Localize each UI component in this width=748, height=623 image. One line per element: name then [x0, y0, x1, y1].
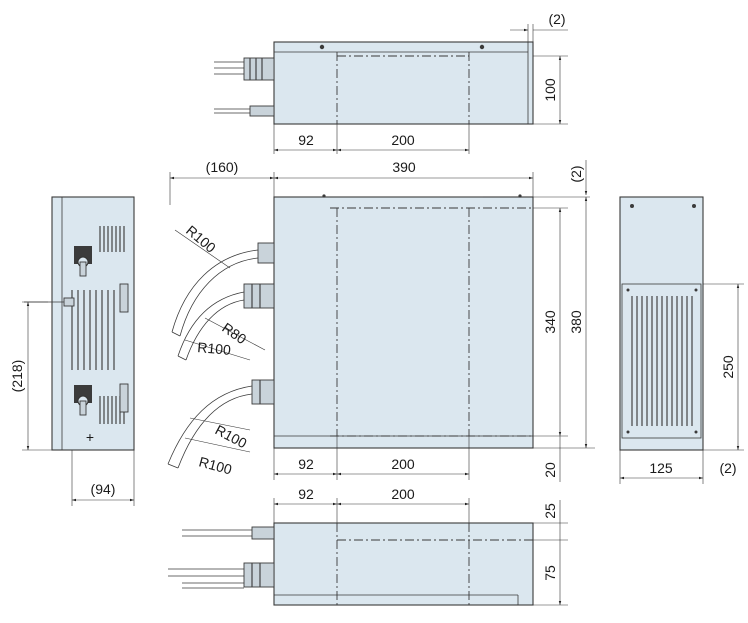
dim-side-94: (94) [91, 481, 116, 497]
front-connector-top [243, 242, 275, 405]
side-connector-bottom [74, 385, 92, 416]
side-latches [119, 283, 129, 413]
dim-front-340: 340 [542, 310, 558, 334]
side-connector-top [74, 246, 92, 277]
dim-front-20: 20 [542, 462, 558, 478]
dim-top-100: 100 [542, 78, 558, 102]
dim-front-390: 390 [392, 159, 416, 175]
front-cables [167, 229, 266, 469]
svg-text:+: + [86, 429, 94, 445]
rear-view: 250 125 (2) [619, 196, 744, 484]
top-connector-lower [214, 105, 275, 117]
front-view-body [273, 196, 534, 449]
side-view: + (218) (94) [9, 196, 135, 506]
dim-rear-250: 250 [720, 355, 736, 379]
top-view-body [273, 41, 534, 125]
dim-front-92: 92 [298, 456, 314, 472]
side-vents [71, 226, 125, 424]
dim-front-gap: (2) [568, 165, 584, 182]
top-connector-upper [214, 57, 275, 81]
dim-side-218: (218) [9, 360, 25, 393]
top-view: 92 200 100 (2) [214, 11, 568, 154]
bottom-view: 92 200 25 75 [168, 486, 568, 606]
dim-top-gap: (2) [548, 11, 565, 27]
dim-front-200: 200 [391, 456, 415, 472]
dim-bottom-92: 92 [298, 486, 314, 502]
dim-front-380: 380 [568, 310, 584, 334]
dim-radius-3: R100 [197, 339, 232, 358]
dim-bottom-200: 200 [391, 486, 415, 502]
dim-bottom-25: 25 [542, 503, 558, 519]
dim-radius-5: R100 [197, 453, 234, 477]
dim-top-92: 92 [298, 132, 314, 148]
dim-rear-gap: (2) [719, 460, 736, 476]
dim-rear-125: 125 [649, 460, 673, 476]
rear-heatsink-fins [631, 296, 693, 426]
dim-bottom-75: 75 [542, 565, 558, 581]
bottom-connectors [168, 526, 275, 589]
dim-front-160: (160) [206, 159, 239, 175]
front-view: R100 R80 R100 R100 R100 (160) 390 340 38… [167, 159, 595, 482]
bottom-view-body [273, 522, 534, 606]
dim-top-200: 200 [391, 132, 415, 148]
